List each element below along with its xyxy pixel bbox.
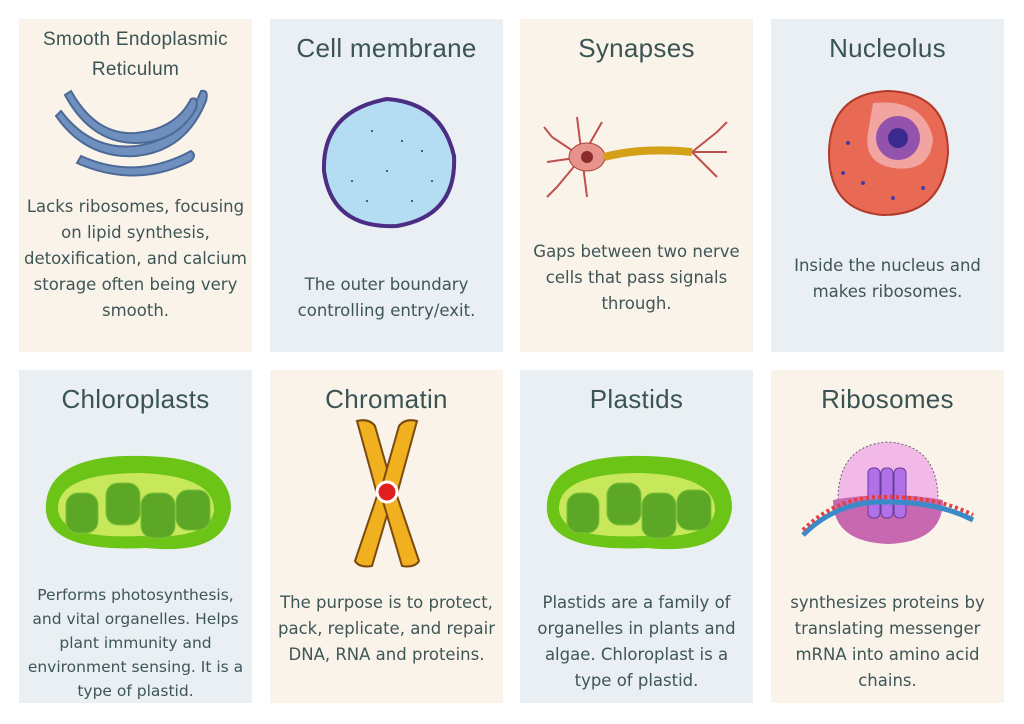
card-description: Plastids are a family of organelles in p… [537, 593, 736, 690]
nucleus-icon [771, 83, 1004, 223]
card-synapses: Synapses Gaps between two nerve cells th… [520, 19, 753, 352]
card-description: The outer boundary controlling entry/exi… [297, 275, 476, 320]
card-title: Smooth Endoplasmic Reticulum [43, 29, 228, 80]
card-title: Ribosomes [821, 384, 954, 414]
card-chloroplasts: Chloroplasts Performs photosynthesis, an… [19, 370, 252, 703]
card-description: Gaps between two nerve cells that pass s… [533, 242, 740, 313]
card-title: Cell membrane [296, 33, 477, 63]
card-description: Lacks ribosomes, focusing on lipid synth… [24, 197, 247, 320]
card-title: Nucleolus [829, 33, 946, 63]
card-description: synthesizes proteins by translating mess… [790, 593, 985, 690]
card-plastids: Plastids Plastids are a family of organe… [520, 370, 753, 703]
card-description: Inside the nucleus and makes ribosomes. [794, 256, 981, 301]
card-title: Synapses [578, 33, 695, 63]
card-cell-membrane: Cell membrane The outer boundary control… [270, 19, 503, 352]
neuron-icon [520, 107, 753, 207]
ribosome-icon [771, 440, 1004, 550]
card-title: Plastids [589, 384, 684, 414]
smooth-er-icon [19, 81, 252, 181]
card-title: Chromatin [325, 384, 448, 414]
card-nucleolus: Nucleolus Inside the nucleus and makes r… [771, 19, 1004, 352]
card-chromatin: Chromatin The purpose is to protect, pac… [270, 370, 503, 703]
chromosome-icon [270, 416, 503, 571]
chloroplast-icon [19, 448, 252, 558]
cell-membrane-icon [270, 91, 503, 236]
card-description: The purpose is to protect, pack, replica… [277, 593, 496, 664]
card-description: Performs photosynthesis, and vital organ… [27, 586, 244, 700]
card-title: Chloroplasts [61, 384, 210, 414]
card-ribosomes: Ribosomes synthesizes proteins by transl… [771, 370, 1004, 703]
card-smooth-er: Smooth Endoplasmic Reticulum Lacks ribos… [19, 19, 252, 352]
plastid-icon [520, 448, 753, 558]
